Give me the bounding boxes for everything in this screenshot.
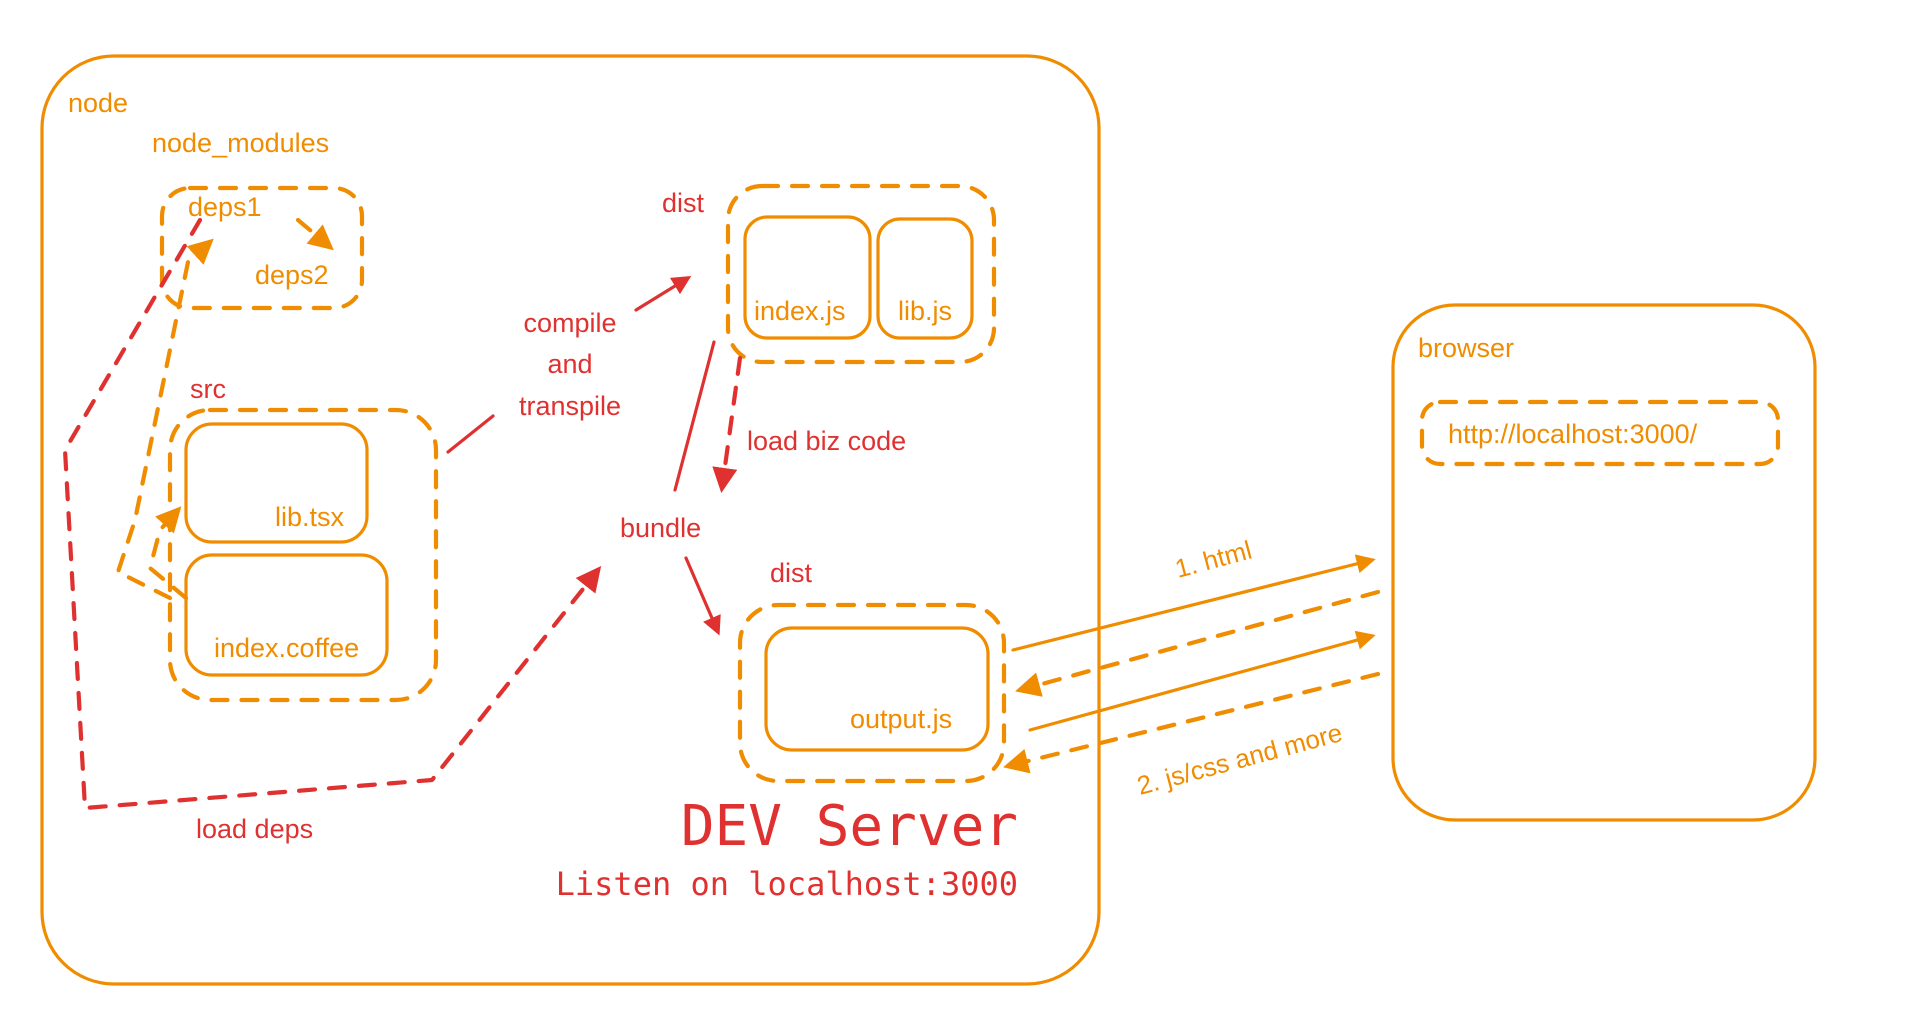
compile-annotation: compile and transpile bbox=[446, 275, 692, 454]
dev-server-subtitle: Listen on localhost:3000 bbox=[556, 865, 1018, 903]
dist-to-bundle-line bbox=[673, 340, 716, 492]
dev-server-title: DEV Server bbox=[681, 794, 1018, 859]
browser-url-box[interactable] bbox=[1419, 399, 1781, 467]
index-coffee-box bbox=[184, 553, 389, 677]
load-biz-code-label: load biz code bbox=[747, 426, 906, 456]
output-js-box bbox=[764, 626, 990, 752]
src-box bbox=[167, 407, 439, 703]
step1-label: 1. html bbox=[1172, 535, 1255, 584]
src-title: src bbox=[190, 374, 226, 404]
load-deps-path bbox=[62, 217, 602, 811]
lib-js-label: lib.js bbox=[898, 296, 952, 326]
index-js-box bbox=[743, 215, 872, 340]
deps2-label: deps2 bbox=[255, 260, 329, 290]
load-biz-code-arrow bbox=[712, 355, 743, 493]
index-coffee-label: index.coffee bbox=[214, 633, 359, 663]
node-modules-box bbox=[159, 185, 365, 311]
browser-box bbox=[1391, 303, 1817, 822]
compile-to-dist-arrow bbox=[634, 275, 692, 312]
compile-label-line1: compile bbox=[523, 308, 616, 338]
dist-top-group: dist index.js lib.js bbox=[662, 183, 997, 365]
node-box bbox=[40, 54, 1101, 986]
html-request-arrow bbox=[1011, 554, 1376, 652]
src-to-deps1-arrow bbox=[115, 238, 214, 601]
compile-label-line2: and bbox=[547, 349, 592, 379]
index-js-label: index.js bbox=[754, 296, 846, 326]
coffee-to-libtsx-arrow bbox=[147, 506, 189, 601]
src-to-compile-line bbox=[446, 414, 495, 454]
node-container: node bbox=[40, 54, 1101, 986]
load-deps-label: load deps bbox=[196, 814, 313, 844]
deps1-to-deps2-arrow bbox=[295, 217, 334, 251]
src-group: src lib.tsx index.coffee bbox=[167, 374, 439, 703]
deps1-label: deps1 bbox=[188, 192, 262, 222]
node-modules-group: node_modules deps1 deps2 bbox=[152, 128, 365, 311]
bundle-label: bundle bbox=[620, 513, 701, 543]
output-js-label: output.js bbox=[850, 704, 952, 734]
lib-js-box bbox=[876, 217, 974, 340]
dist-bottom-box bbox=[737, 602, 1007, 784]
step2-label: 2. js/css and more bbox=[1134, 717, 1346, 801]
assets-request-arrow bbox=[1028, 630, 1376, 732]
browser-title: browser bbox=[1418, 333, 1514, 363]
bundle-to-output-arrow bbox=[684, 556, 721, 636]
lib-tsx-label: lib.tsx bbox=[275, 502, 345, 532]
dist-bottom-group: dist output.js bbox=[737, 558, 1007, 784]
dist-top-title: dist bbox=[662, 188, 705, 218]
compile-label-line3: transpile bbox=[519, 391, 621, 421]
node-modules-title: node_modules bbox=[152, 128, 329, 158]
node-title: node bbox=[68, 88, 128, 118]
dist-bottom-title: dist bbox=[770, 558, 813, 588]
request-arrows: 1. html 2. js/css and more bbox=[1003, 535, 1381, 801]
html-response-arrow bbox=[1015, 589, 1381, 697]
browser-url[interactable]: http://localhost:3000/ bbox=[1448, 419, 1698, 449]
dist-top-box bbox=[725, 183, 997, 365]
lib-tsx-box bbox=[184, 422, 369, 544]
browser-container: browser http://localhost:3000/ bbox=[1391, 303, 1817, 822]
assets-response-arrow bbox=[1003, 671, 1381, 774]
